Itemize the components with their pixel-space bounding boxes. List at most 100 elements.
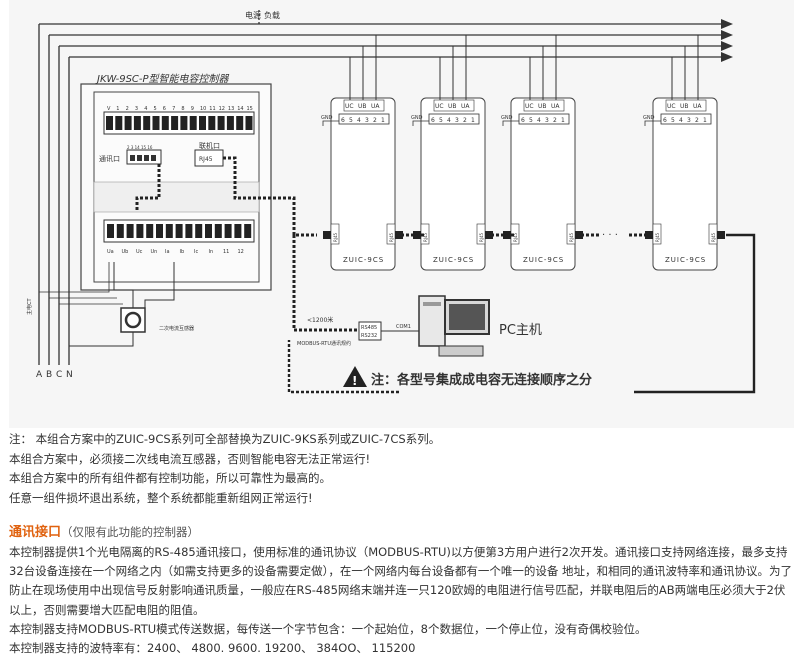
- terminal-screw: [236, 116, 244, 130]
- terminal-screw: [152, 116, 160, 130]
- comm-pins: 2 3 14 15 16: [127, 145, 153, 150]
- terminal-label: Ib: [180, 249, 185, 255]
- terminal-label: Ia: [165, 249, 170, 255]
- terminal-screw: [107, 224, 114, 238]
- terminal-screw: [189, 116, 197, 130]
- module-port-left: RJ45: [423, 232, 428, 242]
- ellipsis-dots: · · ·: [602, 230, 618, 241]
- module-pin: 4: [537, 117, 541, 124]
- twisted-cable: [135, 156, 359, 332]
- module-name: ZUIC-9CS: [523, 256, 564, 264]
- rs485-label: RS485: [361, 325, 377, 331]
- module-name: ZUIC-9CS: [433, 256, 474, 264]
- terminal-screw: [226, 116, 234, 130]
- module-pin: 5: [529, 117, 533, 124]
- gnd-label: GND: [501, 115, 513, 121]
- com1-label: COM1: [396, 324, 411, 330]
- terminal-label: 13: [228, 106, 234, 112]
- module-port-right: RJ45: [479, 232, 484, 242]
- module-phase-label: UA: [693, 103, 702, 110]
- terminal-screw: [143, 116, 151, 130]
- terminal-label: Ub: [122, 249, 129, 255]
- note-line: 注： 本组合方案中的ZUIC-9CS系列可全部替换为ZUIC-9KS系列或ZUI…: [9, 432, 441, 446]
- rs232-label: RS232: [361, 333, 377, 339]
- module-phase-label: UB: [538, 103, 547, 110]
- module-port-right: RJ45: [711, 232, 716, 242]
- bus-lines: [38, 10, 721, 365]
- terminal-screw: [175, 224, 183, 238]
- terminal-label: 7: [172, 106, 175, 112]
- terminal-screw: [124, 116, 132, 130]
- terminal-screw: [180, 116, 188, 130]
- terminal-label: 2: [126, 106, 129, 112]
- module-pin: 3: [545, 117, 549, 124]
- module-pin: 5: [349, 117, 353, 124]
- module-pin: 4: [447, 117, 451, 124]
- section-heading: 通讯接口（仅限有此功能的控制器）: [9, 521, 199, 540]
- cable-protocol: MODBUS-RTU通讯规约: [297, 340, 351, 347]
- terminal-label: V: [107, 106, 111, 112]
- note-line: 本组合方案中，必须接二次线电流互感器，否则智能电容无法正常运行!: [9, 451, 371, 466]
- warning-icon: !: [343, 366, 367, 388]
- main-ct-label: 主电CT: [26, 298, 33, 315]
- terminal-label: 14: [237, 106, 243, 112]
- terminal-label: 11: [223, 249, 229, 255]
- ct-label: 二次电流互感器: [159, 325, 194, 332]
- terminal-label: 6: [163, 106, 166, 112]
- terminal-screw: [199, 116, 206, 130]
- module-pin: 3: [687, 117, 691, 124]
- terminal-screw: [136, 224, 144, 238]
- terminal-label: Uc: [136, 249, 143, 255]
- pc-icon: [418, 295, 490, 357]
- terminal-label: 4: [144, 106, 147, 112]
- phase-a: A: [36, 370, 43, 380]
- module-pin: 1: [561, 117, 565, 124]
- module-phase-label: UB: [448, 103, 457, 110]
- notes: 注： 本组合方案中的ZUIC-9CS系列可全部替换为ZUIC-9KS系列或ZUI…: [9, 430, 794, 508]
- power-label: 电源: [245, 10, 261, 20]
- section-body: 本控制器提供1个光电隔离的RS-485通讯接口，使用标准的通讯协议（MODBUS…: [9, 543, 794, 658]
- module-phase-label: UC: [525, 103, 534, 110]
- module-pin: 1: [471, 117, 475, 124]
- terminal-screw: [224, 224, 232, 238]
- terminal-label: 9: [191, 106, 194, 112]
- body-paragraph: 本控制器支持MODBUS-RTU模式传送数据，每传送一个字节包含：一个起始位，8…: [9, 621, 647, 636]
- terminal-label: Ua: [107, 249, 114, 255]
- module-pin: 2: [553, 117, 557, 124]
- pc-label: PC主机: [499, 323, 542, 338]
- gnd-label: GND: [411, 115, 423, 121]
- terminal-label: Ic: [194, 249, 198, 255]
- section-title: 通讯接口: [9, 525, 62, 540]
- phase-b: B: [46, 370, 52, 380]
- terminal-screw: [245, 116, 253, 130]
- module-phase-label: UA: [371, 103, 380, 110]
- terminal-screw: [205, 224, 212, 238]
- rj45-label: RJ45: [199, 156, 213, 163]
- terminal-label: 11: [209, 106, 215, 112]
- module-pin: 4: [357, 117, 361, 124]
- note-line: 任意一组件损坏退出系统，整个系统都能重新组网正常运行!: [9, 490, 313, 505]
- terminal-label: 12: [219, 106, 225, 112]
- module-pin: 3: [455, 117, 459, 124]
- module-phase-label: UA: [551, 103, 560, 110]
- terminal-screw: [165, 224, 173, 238]
- module-port-left: RJ45: [333, 232, 338, 242]
- phase-c: C: [56, 370, 62, 380]
- terminal-screw: [195, 224, 203, 238]
- terminal-screw: [146, 224, 154, 238]
- current-transformer: 二次电流互感器: [69, 262, 194, 347]
- module-phase-label: UB: [358, 103, 367, 110]
- terminal-screw: [115, 116, 123, 130]
- cable-length: <1200米: [307, 316, 333, 324]
- module-phase-label: UC: [345, 103, 354, 110]
- module-name: ZUIC-9CS: [343, 256, 384, 264]
- terminal-screw: [234, 224, 242, 238]
- terminal-screw: [217, 116, 225, 130]
